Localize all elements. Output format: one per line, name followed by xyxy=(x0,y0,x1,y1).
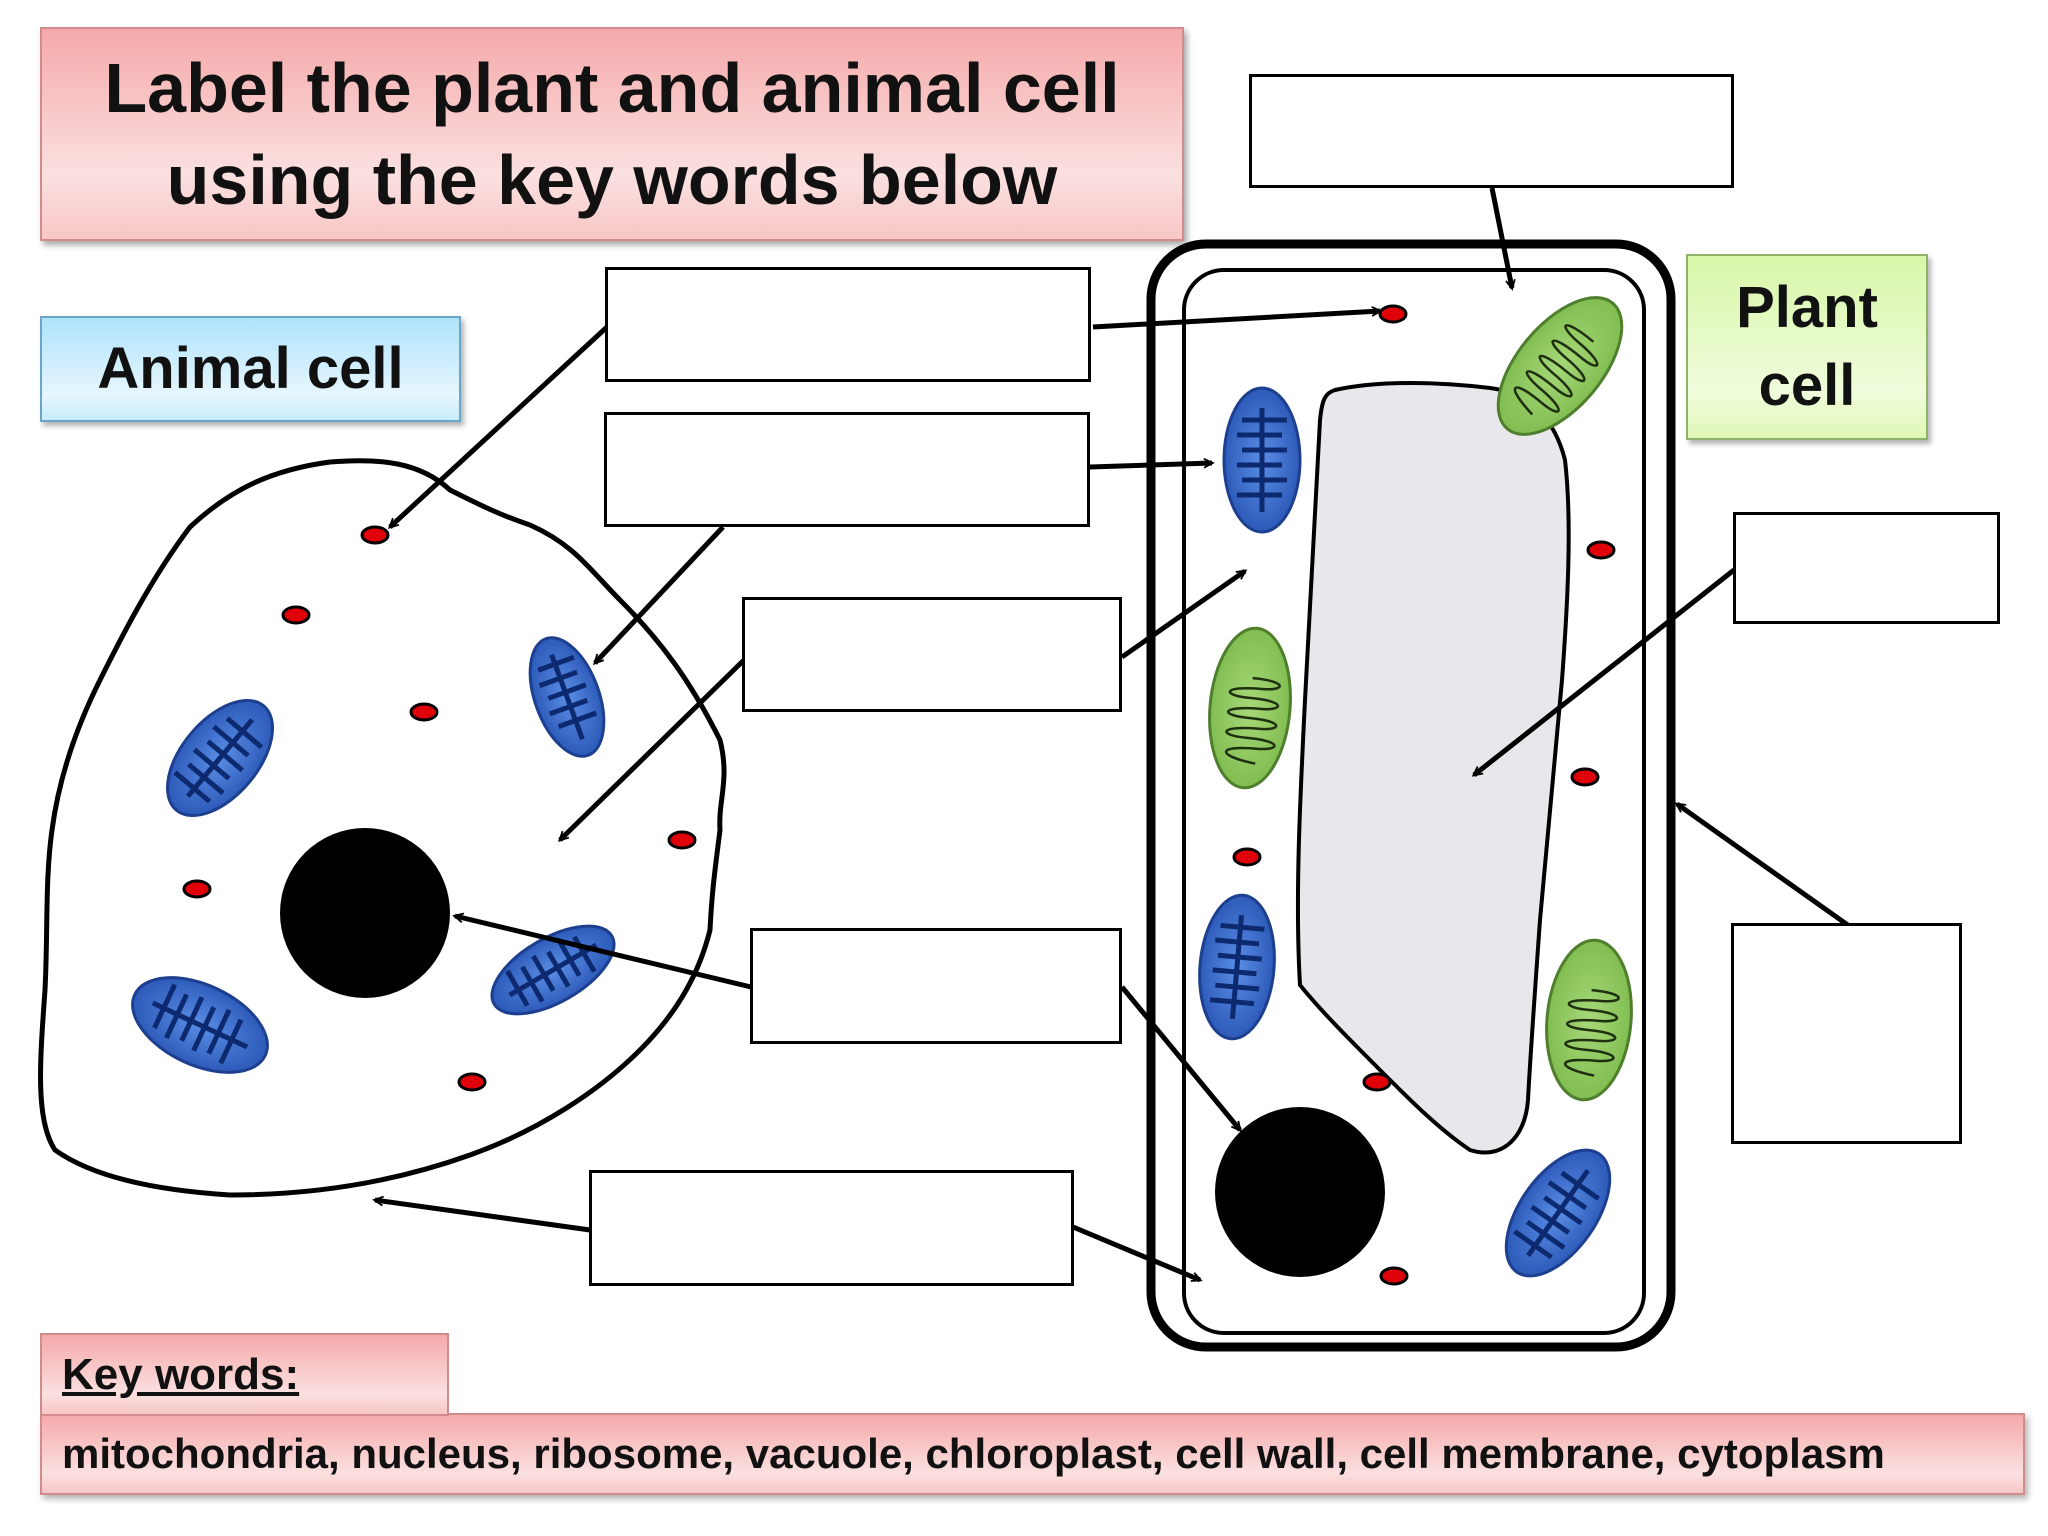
blank-label-box[interactable] xyxy=(1731,923,1962,1144)
mitochondrion xyxy=(528,636,606,758)
animal-cell-tag: Animal cell xyxy=(40,316,461,422)
page-title: Label the plant and animal cell using th… xyxy=(104,49,1120,219)
key-words-heading-box: Key words: xyxy=(40,1333,449,1416)
ribosome xyxy=(182,879,212,899)
arrow xyxy=(1120,985,1242,1133)
arrow xyxy=(452,912,752,990)
ribosome xyxy=(281,605,311,625)
animal-nucleus xyxy=(280,828,450,998)
mitochondrion xyxy=(1222,386,1302,534)
chloroplast xyxy=(1208,626,1292,790)
vacuole xyxy=(1295,381,1571,1155)
key-words-list: mitochondria, nucleus, ribosome, vacuole… xyxy=(40,1413,2025,1495)
ribosome xyxy=(360,525,390,545)
blank-label-box[interactable] xyxy=(589,1170,1074,1286)
key-words-heading: Key words: xyxy=(62,1349,300,1399)
title-banner: Label the plant and animal cell using th… xyxy=(40,27,1184,241)
mitochondrion xyxy=(165,698,275,818)
arrow xyxy=(1471,568,1736,777)
arrow xyxy=(1092,306,1383,330)
plant-cell-tag: Plant cell xyxy=(1686,254,1928,440)
ribosome xyxy=(1378,304,1408,324)
chloroplast xyxy=(1545,938,1633,1102)
plant-cell-label: Plant cell xyxy=(1736,275,1878,418)
ribosome xyxy=(1379,1266,1409,1286)
key-words-text: mitochondria, nucleus, ribosome, vacuole… xyxy=(62,1430,1885,1477)
arrow xyxy=(1072,1224,1203,1283)
blank-label-box[interactable] xyxy=(604,412,1090,527)
mitochondrion xyxy=(131,976,269,1074)
ribosomes xyxy=(182,304,1616,1286)
blank-label-box[interactable] xyxy=(1733,512,2000,624)
ribosome xyxy=(1232,847,1262,867)
ribosome xyxy=(667,830,697,850)
arrow xyxy=(372,1195,591,1233)
arrow xyxy=(1120,568,1248,660)
ribosome xyxy=(409,702,439,722)
pointer-arrows xyxy=(372,187,1854,1283)
blank-label-box[interactable] xyxy=(1249,74,1734,188)
ribosome xyxy=(1586,540,1616,560)
chloroplast xyxy=(1496,296,1624,436)
arrow xyxy=(387,325,609,529)
arrow xyxy=(1674,801,1854,931)
blank-label-box[interactable] xyxy=(742,597,1122,712)
arrow xyxy=(1489,187,1516,291)
arrow xyxy=(593,525,725,666)
arrow xyxy=(557,658,746,843)
blank-label-box[interactable] xyxy=(750,928,1122,1044)
animal-cell-membrane xyxy=(38,458,727,1198)
ribosome xyxy=(1570,767,1600,787)
mitochondrion xyxy=(1198,893,1276,1041)
arrow xyxy=(1089,457,1215,470)
animal-cell-label: Animal cell xyxy=(97,336,404,401)
mitochondrion xyxy=(1504,1148,1612,1278)
ribosome xyxy=(457,1072,487,1092)
blank-label-box[interactable] xyxy=(605,267,1091,382)
ribosome xyxy=(1362,1072,1392,1092)
plant-nucleus xyxy=(1215,1107,1385,1277)
